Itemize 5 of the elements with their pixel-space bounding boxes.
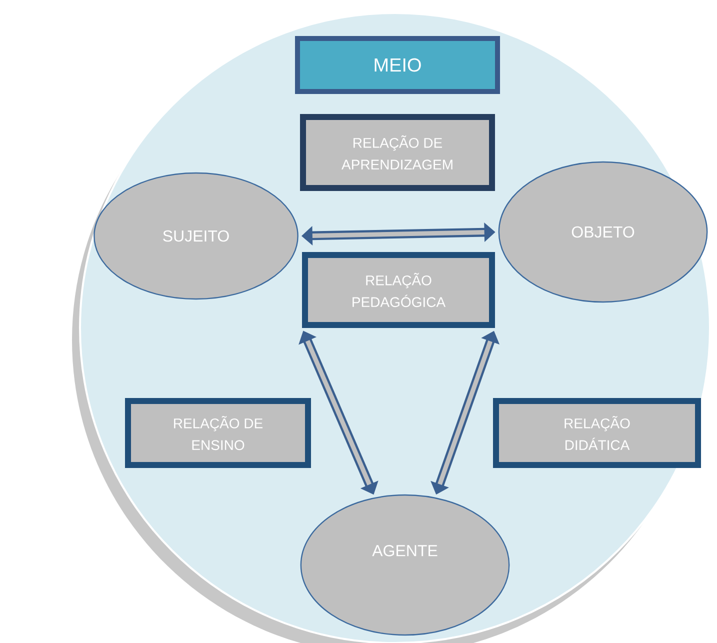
relation-box: RELAÇÃO DE APRENDIZAGEM xyxy=(300,114,495,191)
relation-box: RELAÇÃO DIDÁTICA xyxy=(493,398,701,468)
relation-box: RELAÇÃO DE ENSINO xyxy=(125,398,311,468)
relation-box: MEIO xyxy=(295,36,500,94)
relation-box: RELAÇÃO PEDAGÓGICA xyxy=(302,252,495,328)
